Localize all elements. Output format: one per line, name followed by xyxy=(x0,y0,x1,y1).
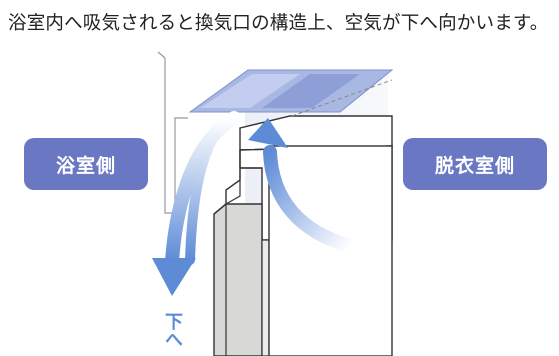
bathroom-side-badge: 浴室側 xyxy=(24,138,148,190)
outflow-arrow xyxy=(165,111,241,269)
down-direction-label: 下へ xyxy=(162,312,183,348)
intake-arrow xyxy=(263,145,357,253)
vent-slat xyxy=(262,74,360,108)
outflow-arrowhead xyxy=(152,258,196,296)
door-panel xyxy=(213,203,263,356)
right-panel xyxy=(268,145,393,356)
dressing-side-badge: 脱衣室側 xyxy=(403,138,547,190)
frame-profile-inner xyxy=(225,167,262,205)
caption-text: 浴室内へ吸気されると換気口の構造上、空気が下へ向かいます。 xyxy=(8,13,549,34)
vent-slat xyxy=(200,74,300,108)
callout-tick xyxy=(157,51,166,59)
door-stile xyxy=(261,239,270,356)
intake-arrowhead xyxy=(248,118,288,148)
frame-dashed xyxy=(291,79,393,117)
